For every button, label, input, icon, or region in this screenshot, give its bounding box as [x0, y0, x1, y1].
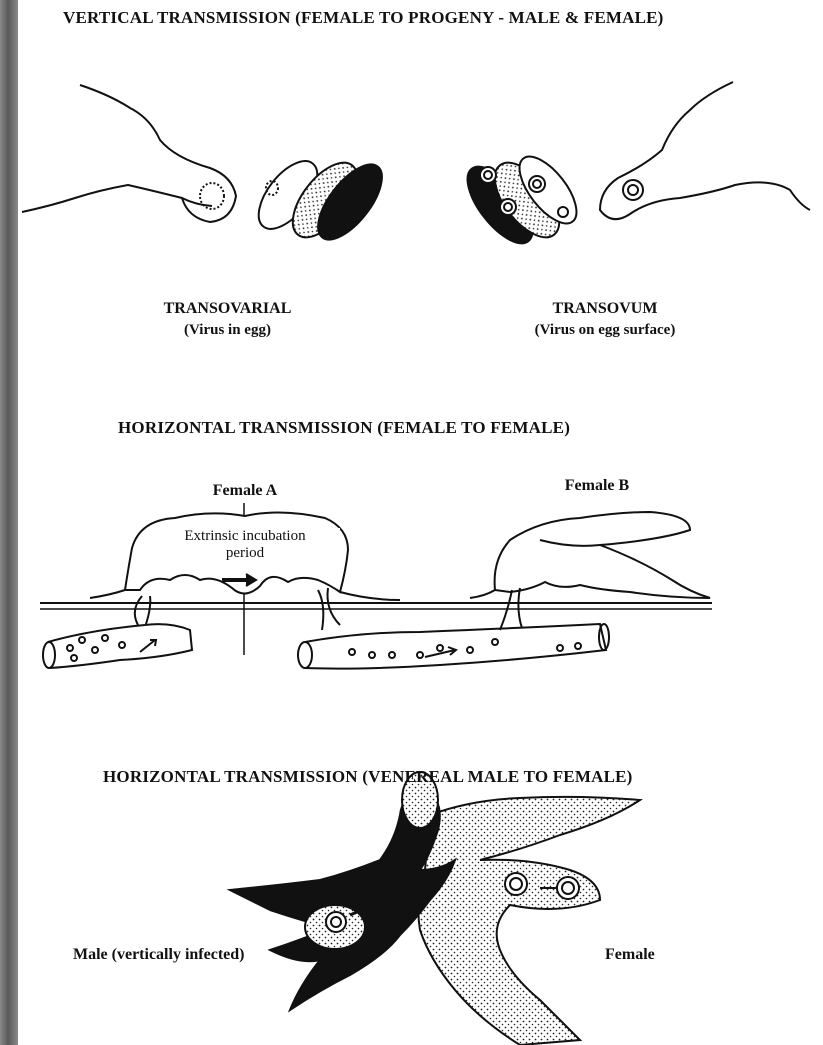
- female-abdomen-left: [22, 85, 236, 222]
- female-a-label: Female A: [200, 482, 290, 500]
- transovarial-illustration: [22, 85, 393, 250]
- transovum-illustration: [456, 82, 810, 254]
- transovarial-sublabel: (Virus in egg): [145, 322, 310, 339]
- incubation-label-line2: period: [150, 545, 340, 562]
- blood-vessel-right: [305, 624, 606, 669]
- venereal-title: HORIZONTAL TRANSMISSION (VENEREAL MALE T…: [103, 767, 633, 787]
- female-to-female-illustration: [40, 503, 712, 669]
- vertical-transmission-title: VERTICAL TRANSMISSION (FEMALE TO PROGENY…: [63, 8, 664, 28]
- transovarial-label: TRANSOVARIAL: [145, 300, 310, 318]
- transovum-sublabel: (Virus on egg surface): [505, 322, 705, 339]
- female-b-body: [495, 512, 710, 598]
- female-body-dotted: [418, 797, 640, 1045]
- incubation-label-line1: Extrinsic incubation: [150, 528, 340, 545]
- venereal-illustration: [230, 772, 640, 1045]
- male-label: Male (vertically infected): [73, 946, 244, 964]
- female-abdomen-right: [600, 82, 810, 219]
- horizontal-female-title: HORIZONTAL TRANSMISSION (FEMALE TO FEMAL…: [118, 418, 570, 438]
- female-b-label: Female B: [552, 477, 642, 495]
- transovum-label: TRANSOVUM: [505, 300, 705, 318]
- female-label: Female: [605, 946, 655, 964]
